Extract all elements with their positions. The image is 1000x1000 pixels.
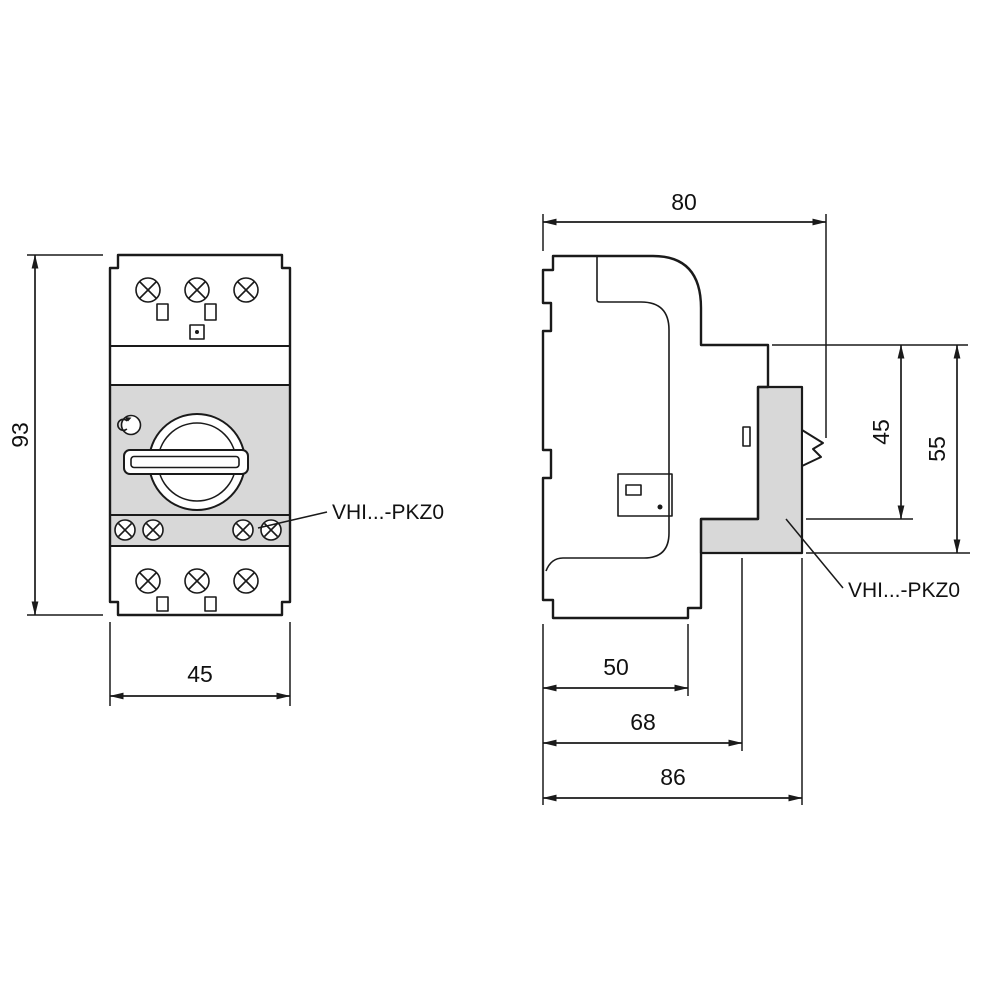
dim-value-outer-height: 55 [924, 436, 950, 462]
side-body-outline [541, 254, 770, 620]
front-bottom-screws [135, 568, 259, 594]
dim-side-depth-1: 50 [542, 624, 689, 805]
screw-icon [184, 568, 210, 594]
din-rail-claw-shaded [699, 385, 804, 555]
screw-icon [135, 277, 161, 303]
dim-front-width: 45 [109, 622, 291, 706]
screw-icon [142, 519, 164, 541]
dim-value-width: 45 [187, 661, 213, 687]
terminal-slot [204, 596, 217, 612]
dim-side-top-width: 80 [542, 189, 827, 438]
rotary-knob [123, 413, 249, 511]
screw-icon [233, 568, 259, 594]
side-inner-contour [545, 256, 670, 572]
accessory-label: VHI...-PKZ0 [848, 579, 960, 602]
dim-front-height: 93 [7, 254, 103, 616]
terminal-slot [204, 303, 217, 321]
front-view [108, 253, 292, 617]
din-clip-hook [801, 429, 824, 467]
accessory-label: VHI...-PKZ0 [332, 501, 444, 524]
front-accessory-callout: VHI...-PKZ0 [257, 501, 444, 529]
dim-value-depth-3: 86 [660, 764, 686, 790]
dim-value-top-width: 80 [671, 189, 697, 215]
dim-value-height: 93 [7, 422, 33, 448]
test-button [189, 324, 205, 340]
side-view [541, 254, 824, 620]
knob-handle-slot [130, 455, 240, 469]
side-accessory-callout: VHI...-PKZ0 [785, 518, 960, 602]
knob-handle [123, 449, 249, 475]
screw-icon [233, 277, 259, 303]
dim-side-upper-height: 45 [772, 344, 968, 520]
screw-icon [135, 568, 161, 594]
front-top-screws [135, 277, 259, 303]
front-body-outline [108, 253, 292, 617]
front-dimensions: 93 45 VHI...-PKZ0 [7, 254, 444, 706]
dim-value-upper-height: 45 [868, 419, 894, 445]
dim-value-depth-2: 68 [630, 709, 656, 735]
side-dimensions: 80 45 55 50 68 86 [542, 189, 970, 805]
dim-side-depth-3: 86 [542, 558, 803, 805]
terminal-slot [156, 596, 169, 612]
dim-side-outer-height: 55 [806, 344, 970, 554]
dim-value-depth-1: 50 [603, 654, 629, 680]
rating-plate [617, 473, 673, 517]
screw-icon [232, 519, 254, 541]
screw-icon [184, 277, 210, 303]
dim-side-depth-2: 68 [542, 558, 743, 751]
front-strip-screws [114, 519, 282, 541]
terminal-slot [156, 303, 169, 321]
mounting-slot [742, 426, 751, 447]
screw-icon [114, 519, 136, 541]
reset-button-icon [117, 414, 142, 436]
